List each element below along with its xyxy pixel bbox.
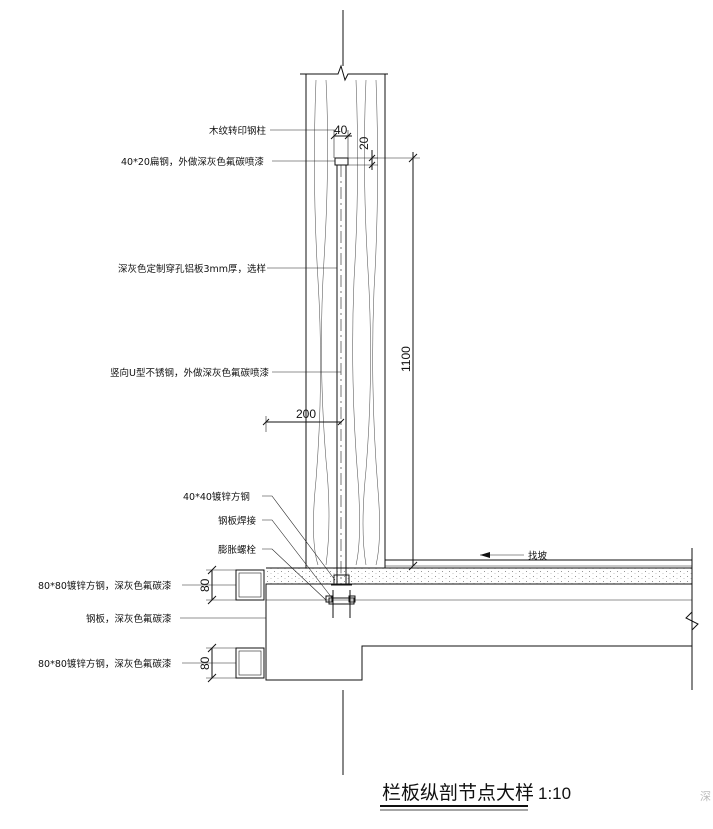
leader-lines xyxy=(180,129,524,664)
dim-flat-height: 20 xyxy=(348,136,378,170)
annotation-labels: 木纹转印钢柱 40*20扁钢，外做深灰色氟碳喷漆 深灰色定制穿孔铝板3mm厚，选… xyxy=(38,125,548,670)
dim-200-text: 200 xyxy=(296,407,316,421)
dim-offset: 200 xyxy=(262,407,345,432)
label-tube-80-top: 80*80镀锌方钢，深灰色氟碳漆 xyxy=(38,580,172,592)
top-break-line xyxy=(300,10,388,82)
square-tubes-80 xyxy=(206,565,265,683)
label-u-steel: 竖向U型不锈钢，外做深灰色氟碳喷漆 xyxy=(110,367,269,379)
drawing-title-block: 栏板纵剖节点大样 1:10 xyxy=(380,782,571,811)
label-wood-post: 木纹转印钢柱 xyxy=(209,125,267,137)
watermark-text: 深 封 xyxy=(700,789,713,803)
steel-members xyxy=(325,157,356,618)
dim-post-width: 40 xyxy=(330,123,352,158)
label-flat-steel: 40*20扁钢，外做深灰色氟碳喷漆 xyxy=(121,156,264,168)
label-perforated-panel: 深灰色定制穿孔铝板3mm厚，选样 xyxy=(118,263,266,275)
label-anchor-bolt: 膨胀螺栓 xyxy=(218,544,257,556)
label-slope: 找坡 xyxy=(528,550,548,562)
dim-20-text: 20 xyxy=(357,136,371,150)
dim-40-text: 40 xyxy=(334,123,348,137)
dim-railing-height: 1100 xyxy=(372,152,420,571)
drawing-scale: 1:10 xyxy=(538,784,571,803)
concrete-slab xyxy=(265,548,699,775)
label-weld: 钢板焊接 xyxy=(218,515,257,527)
floor-screed xyxy=(266,559,692,585)
label-square-tube: 40*40镀锌方钢 xyxy=(183,491,250,503)
label-tube-80-bottom: 80*80镀锌方钢，深灰色氟碳漆 xyxy=(38,658,172,670)
drawing-title: 栏板纵剖节点大样 xyxy=(382,782,534,804)
label-steel-plate: 钢板，深灰色氟碳漆 xyxy=(86,613,172,625)
dim-1100-text: 1100 xyxy=(399,346,413,372)
